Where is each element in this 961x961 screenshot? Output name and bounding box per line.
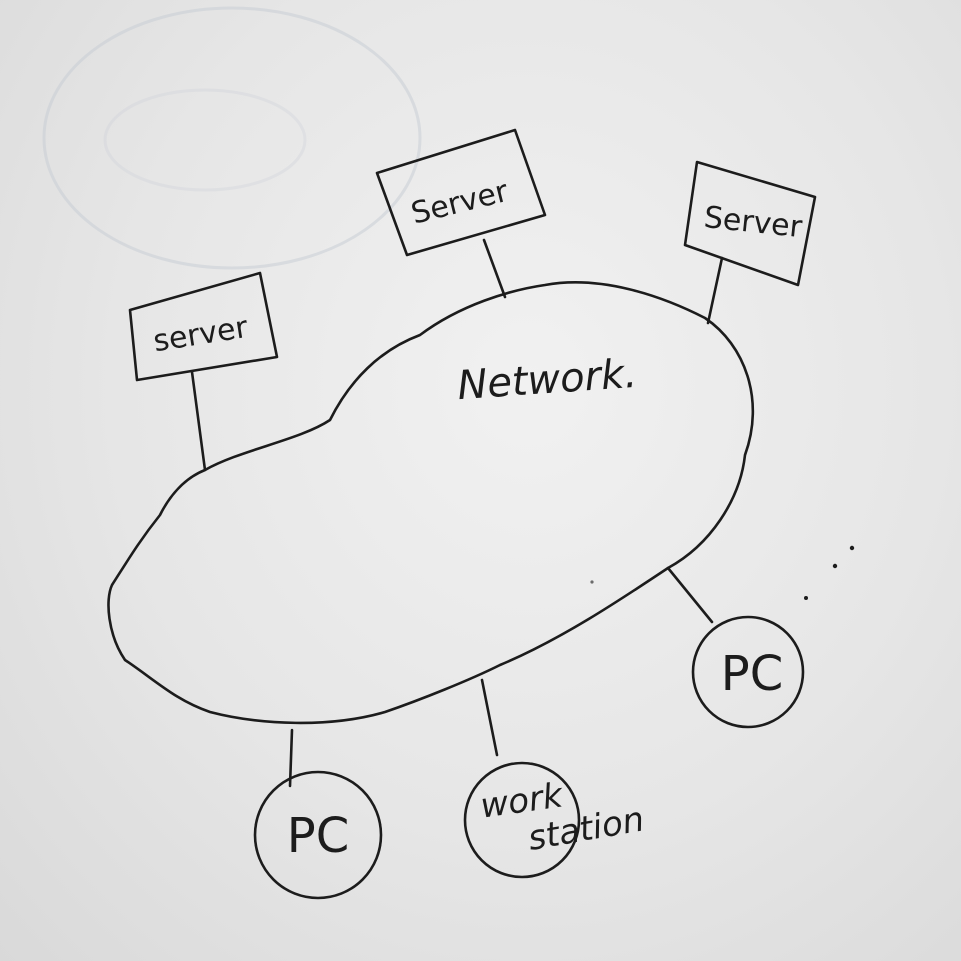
server-link-line — [190, 370, 207, 472]
pc-label: PC — [721, 646, 783, 702]
pc-node-right: PC — [666, 566, 805, 729]
workstation-node: work station — [463, 678, 647, 879]
server-label: server — [151, 310, 251, 360]
pc-node-bottom-left: PC — [253, 728, 383, 900]
pc-circle — [253, 770, 383, 900]
bleed-through-stamp — [42, 6, 422, 270]
workstation-link-line — [480, 678, 499, 757]
server-box — [683, 160, 817, 287]
workstation-circle — [463, 761, 581, 879]
network-cloud — [107, 281, 755, 725]
server-node-left: server — [128, 271, 279, 472]
server-link-line — [482, 238, 507, 299]
server-node-right: Server — [683, 160, 817, 325]
network-label: Network. — [456, 351, 639, 409]
server-link-line — [706, 256, 724, 325]
server-label: Server — [702, 200, 804, 245]
pc-link-line — [666, 566, 714, 624]
server-box — [375, 128, 547, 257]
server-node-center: Server — [375, 128, 547, 299]
pc-link-line — [288, 728, 294, 788]
pc-circle — [691, 615, 805, 729]
stray-dots — [590, 545, 855, 600]
pc-label: PC — [287, 808, 349, 864]
server-box — [128, 271, 279, 382]
server-label: Server — [408, 174, 513, 232]
